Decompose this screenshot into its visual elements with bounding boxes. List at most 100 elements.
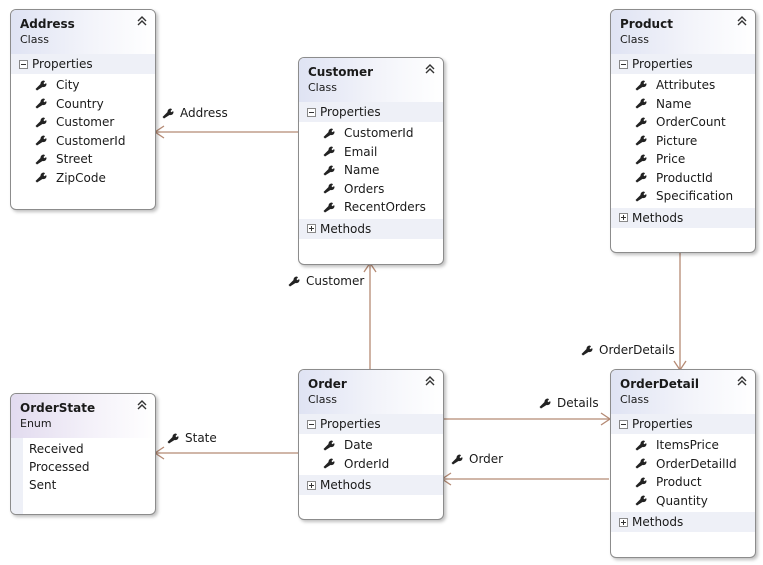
properties-section: Properties CustomerId Email Name Orders … (299, 102, 443, 217)
property-row[interactable]: Quantity (611, 492, 755, 511)
property-list: CustomerId Email Name Orders RecentOrder… (299, 122, 443, 217)
wrench-icon (35, 117, 47, 128)
property-row[interactable]: OrderCount (611, 113, 755, 132)
double-chevron-up-icon[interactable] (736, 15, 748, 27)
enum-value-row[interactable]: Processed (29, 460, 90, 474)
property-row[interactable]: Street (11, 150, 155, 169)
property-row[interactable]: Date (299, 436, 443, 455)
property-row[interactable]: Price (611, 150, 755, 169)
wrench-icon (451, 454, 463, 464)
double-chevron-up-icon[interactable] (736, 375, 748, 387)
minus-box-icon[interactable] (307, 107, 316, 117)
plus-box-icon[interactable] (619, 517, 628, 527)
plus-box-icon[interactable] (619, 213, 628, 222)
properties-header[interactable]: Properties (299, 102, 443, 122)
properties-header[interactable]: Properties (11, 54, 155, 74)
minus-box-icon[interactable] (619, 419, 628, 429)
property-row[interactable]: Product (611, 473, 755, 492)
properties-header[interactable]: Properties (611, 414, 755, 434)
enum-value-row[interactable]: Received (29, 442, 84, 456)
enum-name: OrderState (20, 401, 96, 415)
methods-section: Methods (299, 218, 443, 239)
property-row[interactable]: CustomerId (11, 132, 155, 151)
minus-box-icon[interactable] (619, 59, 628, 69)
property-row[interactable]: Country (11, 95, 155, 114)
property-list: City Country Customer CustomerId Street … (11, 74, 155, 187)
association-label-address: Address (161, 106, 228, 120)
methods-header[interactable]: Methods (611, 512, 755, 532)
enum-value-row[interactable]: Sent (29, 478, 57, 492)
property-row[interactable]: City (11, 76, 155, 95)
wrench-icon (323, 440, 335, 451)
class-kind: Class (20, 33, 49, 46)
class-kind: Class (308, 393, 337, 406)
class-name: Address (20, 17, 75, 31)
methods-section: Methods (611, 512, 755, 532)
properties-section: Properties City Country Customer Custome… (11, 54, 155, 187)
plus-box-icon[interactable] (307, 224, 316, 233)
class-header: Product Class (611, 10, 755, 54)
enum-box-orderstate[interactable]: OrderState Enum Received Processed Sent (10, 393, 156, 515)
class-header: OrderDetail Class (611, 370, 755, 414)
methods-header[interactable]: Methods (299, 475, 443, 495)
wrench-icon (35, 80, 47, 91)
wrench-icon (635, 98, 647, 109)
class-box-customer[interactable]: Customer Class Properties CustomerId Ema… (298, 57, 444, 265)
double-chevron-up-icon[interactable] (424, 63, 436, 75)
class-name: Product (620, 17, 673, 31)
enum-value-list: Received Processed Sent (11, 438, 155, 498)
wrench-icon (635, 154, 647, 165)
property-row[interactable]: Specification (611, 187, 755, 206)
properties-header[interactable]: Properties (611, 54, 755, 74)
wrench-icon (323, 183, 335, 194)
wrench-icon (323, 165, 335, 176)
property-row[interactable]: RecentOrders (299, 198, 443, 217)
enum-kind: Enum (20, 417, 52, 430)
property-row[interactable]: Orders (299, 180, 443, 199)
class-kind: Class (308, 81, 337, 94)
wrench-icon (635, 477, 647, 488)
properties-header[interactable]: Properties (299, 414, 443, 434)
wrench-icon (539, 398, 551, 408)
property-row[interactable]: Name (611, 95, 755, 114)
wrench-icon (35, 98, 47, 109)
wrench-icon (35, 172, 47, 183)
property-row[interactable]: ZipCode (11, 169, 155, 188)
property-row[interactable]: Email (299, 143, 443, 162)
wrench-icon (323, 128, 335, 139)
methods-header[interactable]: Methods (611, 207, 755, 228)
class-kind: Class (620, 393, 649, 406)
property-row[interactable]: OrderId (299, 455, 443, 474)
class-box-product[interactable]: Product Class Properties Attributes Name… (610, 9, 756, 253)
methods-header[interactable]: Methods (299, 218, 443, 239)
double-chevron-up-icon[interactable] (136, 399, 148, 411)
wrench-icon (323, 458, 335, 469)
double-chevron-up-icon[interactable] (424, 375, 436, 387)
property-row[interactable]: OrderDetailId (611, 455, 755, 474)
class-header: Customer Class (299, 58, 443, 102)
minus-box-icon[interactable] (19, 59, 28, 69)
property-row[interactable]: ItemsPrice (611, 436, 755, 455)
wrench-icon (635, 172, 647, 183)
class-box-address[interactable]: Address Class Properties City Country Cu… (10, 9, 156, 210)
property-row[interactable]: CustomerId (299, 124, 443, 143)
class-name: OrderDetail (620, 377, 699, 391)
property-list: Date OrderId (299, 434, 443, 473)
plus-box-icon[interactable] (307, 480, 316, 490)
methods-section: Methods (611, 207, 755, 228)
property-row[interactable]: Attributes (611, 76, 755, 95)
class-box-orderdetail[interactable]: OrderDetail Class Properties ItemsPrice … (610, 369, 756, 558)
wrench-icon (635, 117, 647, 128)
properties-section: Properties Date OrderId (299, 414, 443, 473)
property-row[interactable]: Name (299, 161, 443, 180)
property-row[interactable]: ProductId (611, 169, 755, 188)
enum-rail (11, 438, 23, 514)
class-box-order[interactable]: Order Class Properties Date OrderId Meth… (298, 369, 444, 520)
property-row[interactable]: Picture (611, 132, 755, 151)
double-chevron-up-icon[interactable] (136, 15, 148, 27)
property-row[interactable]: Customer (11, 113, 155, 132)
properties-section: Properties Attributes Name OrderCount Pi… (611, 54, 755, 206)
association-label-customer: Customer (287, 274, 364, 288)
minus-box-icon[interactable] (307, 419, 316, 429)
